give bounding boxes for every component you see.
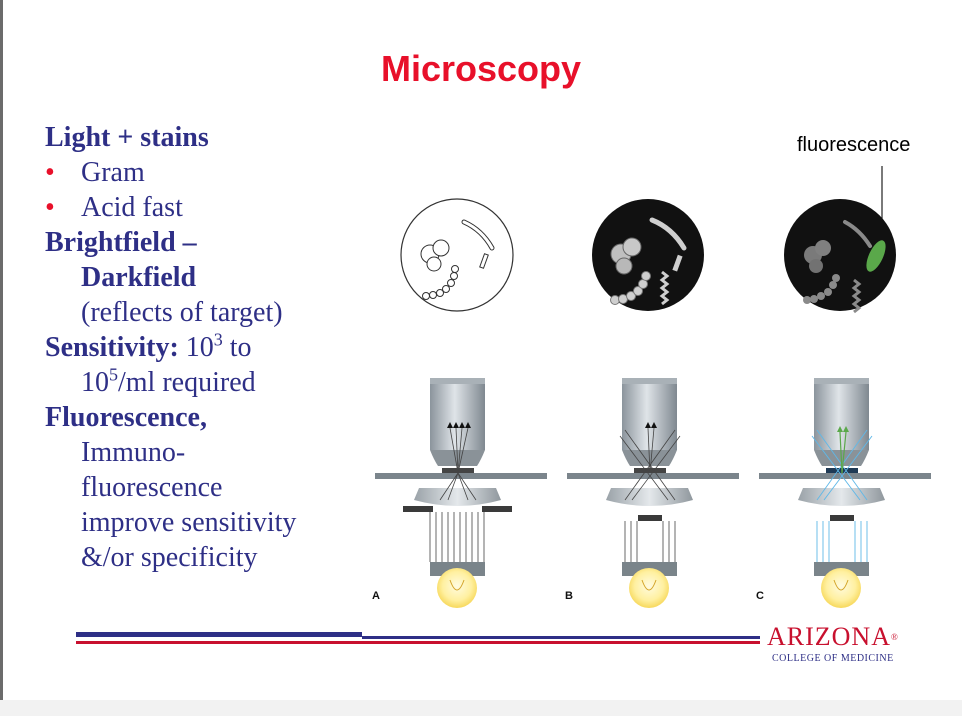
arizona-logo-text: ARIZONA [767,622,891,651]
slide-left-edge [0,0,3,716]
fluor-line-3: improve sensitivity [81,507,297,538]
apparatus-a: A [372,378,547,608]
apparatus-c: C [756,378,931,608]
fluor-line-1: Immuno- [81,437,186,468]
sensitivity-base: 10 [178,332,214,363]
view-brightfield [400,198,514,312]
sensitivity-base-2: 10 [81,367,109,398]
college-of-medicine-label: COLLEGE OF MEDICINE [772,653,894,664]
fluor-line-4: &/or specificity [81,542,258,573]
apparatus-b: B [565,378,739,608]
sensitivity-exp-1: 3 [213,329,223,350]
sensitivity-exp-2: 5 [109,364,118,385]
bullet-gram: • Gram [45,155,365,190]
fluor-line-2: fluorescence [81,472,223,503]
bullet-list: Light + stains • Gram • Acid fast Brightfi… [45,120,365,575]
panel-label-b: B [565,590,573,602]
bullet-acid-fast: • Acid fast [45,190,365,225]
footer-rule-red [76,641,760,644]
view-fluorescence [784,199,896,314]
fluorescence-callout-label: fluorescence [797,134,911,156]
heading-fluorescence: Fluorescence, [45,402,207,433]
bullet-dot: • [45,157,55,188]
sensitivity-line-1: Sensitivity: 103 to [45,330,365,365]
microscopy-diagram: A B [372,166,931,608]
sensitivity-line-2: 105/ml required [45,365,365,400]
slide-bottom-strip [0,700,962,716]
panel-label-c: C [756,590,764,602]
heading-brightfield: Brightfield – [45,227,197,258]
slide-title: Microscopy [380,48,582,89]
heading-darkfield: Darkfield [81,262,197,293]
heading-sensitivity: Sensitivity: [45,332,179,363]
arizona-logo: ARIZONA® [767,624,899,650]
bullet-gram-text: Gram [81,157,145,188]
arizona-logo-reg: ® [891,632,899,642]
bullet-acid-fast-text: Acid fast [81,192,183,223]
sensitivity-to: to [222,332,252,363]
footer-rule-blue-thin [362,636,760,639]
view-darkfield [592,199,704,311]
heading-light-stains: Light + stains [45,122,209,153]
bullet-dot: • [45,192,55,223]
darkfield-note: (reflects of target) [81,297,283,328]
sensitivity-unit: /ml required [118,367,256,398]
footer-rule-blue [76,632,362,637]
panel-label-a: A [372,590,380,602]
